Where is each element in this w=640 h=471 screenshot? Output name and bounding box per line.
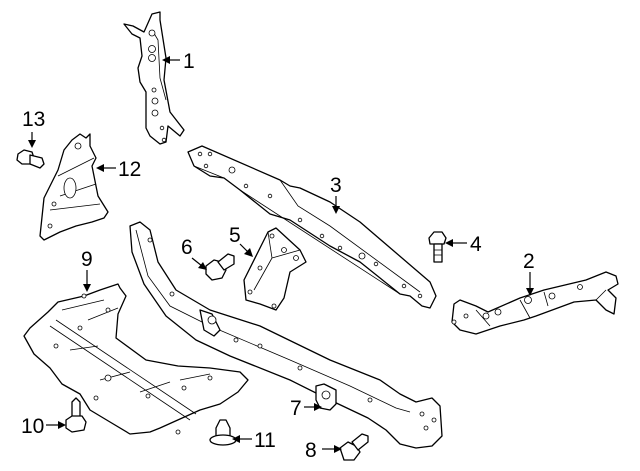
- callout-label: 6: [181, 236, 193, 259]
- part-1-upper-bracket[interactable]: [123, 11, 185, 145]
- callout-10: 10: [21, 415, 66, 438]
- part-6-bolt[interactable]: [205, 253, 235, 281]
- callout-5: 5: [229, 224, 253, 257]
- callout-label: 2: [523, 250, 535, 273]
- callout-12: 12: [96, 158, 141, 181]
- part-11-clip[interactable]: [209, 419, 237, 446]
- part-12-side-deflector[interactable]: [39, 133, 109, 241]
- callout-label: 7: [290, 397, 302, 420]
- callout-8: 8: [305, 439, 342, 462]
- part-13-bolt[interactable]: [16, 149, 45, 169]
- part-4-bolt[interactable]: [428, 231, 447, 263]
- part-5-mount-bracket[interactable]: [243, 227, 307, 311]
- callout-3: 3: [330, 174, 342, 214]
- callout-1: 1: [162, 50, 195, 73]
- part-2-side-bracket[interactable]: [451, 271, 619, 335]
- callout-7: 7: [290, 397, 322, 420]
- callout-label: 3: [330, 174, 342, 197]
- callout-label: 12: [118, 158, 141, 181]
- callout-label: 10: [21, 415, 44, 438]
- callout-label: 9: [81, 248, 93, 271]
- callout-label: 4: [470, 233, 482, 256]
- callout-label: 8: [305, 439, 317, 462]
- callout-label: 1: [183, 50, 195, 73]
- callout-label: 13: [22, 108, 45, 131]
- callout-9: 9: [81, 248, 93, 292]
- part-10-bolt[interactable]: [65, 397, 87, 433]
- callout-2: 2: [523, 250, 535, 296]
- part-7-lower-tie-bar[interactable]: [129, 221, 443, 449]
- callout-11: 11: [232, 429, 276, 452]
- callout-13: 13: [22, 108, 45, 148]
- part-8-bolt[interactable]: [339, 433, 369, 461]
- callout-4: 4: [445, 233, 482, 256]
- part-3-upper-tie-bar[interactable]: [187, 145, 437, 309]
- part-9-splash-shield[interactable]: [23, 283, 249, 435]
- callout-6: 6: [181, 236, 207, 270]
- callout-label: 5: [229, 224, 241, 247]
- callout-label: 11: [254, 429, 276, 452]
